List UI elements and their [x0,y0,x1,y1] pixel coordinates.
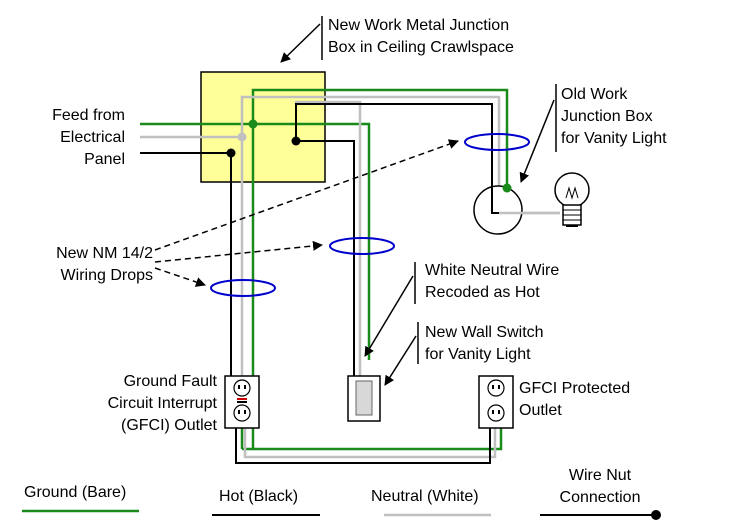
feed-label-line: Panel [84,151,125,168]
callout-lines [280,16,557,386]
white-neutral-label-line: White Neutral Wire [425,262,560,279]
legend-wire-nut-label-line: Connection [559,489,641,506]
white-neutral-label: White Neutral Wire Recoded as Hot [425,260,559,304]
old-work-box-label-line: Junction Box [561,108,653,125]
white-neutral-label-line: Recoded as Hot [425,284,540,301]
junction-box-label-line: New Work Metal Junction [328,17,510,34]
wall-switch-label: New Wall Switch for Vanity Light [425,322,544,366]
nm-drops-label: New NM 14/2 Wiring Drops [56,243,153,287]
wall-switch-label-line: for Vanity Light [425,346,531,363]
old-work-box-label: Old Work Junction Box for Vanity Light [561,84,667,150]
legend-neutral-label: Neutral (White) [371,488,479,505]
metal-junction-box [200,71,326,183]
gfci-protected-label: GFCI Protected Outlet [519,378,630,422]
nm-drop-pointers [154,139,459,287]
legend-wire-nut-icon [651,510,661,520]
gfci-outlet-label-line: (GFCI) Outlet [120,417,217,434]
legend-wire-nut-label-line: Wire Nut [568,467,632,484]
gfci-outlet [224,375,260,429]
legend-lines [22,509,654,517]
gfci-protected-label-line: GFCI Protected [519,380,631,397]
junction-box-label-line: Box in Ceiling Crawlspace [328,39,514,56]
old-work-box-label-line: for Vanity Light [561,130,667,147]
nm-cable-rings [210,133,530,297]
vanity-light-bulb-icon [554,172,590,227]
legend-hot-label: Hot (Black) [219,488,299,505]
nm-drops-label-line: New NM 14/2 [56,245,153,262]
ground-wires [140,88,509,451]
junction-box-label: New Work Metal Junction Box in Ceiling C… [328,15,514,59]
wire-nut-connections [226,119,512,193]
old-work-junction-box [473,185,523,235]
wall-switch-label-line: New Wall Switch [425,324,544,341]
nm-drops-label-line: Wiring Drops [60,267,153,284]
gfci-outlet-label: Ground Fault Circuit Interrupt (GFCI) Ou… [108,371,217,437]
feed-label-line: Electrical [60,129,125,146]
gfci-outlet-label-line: Ground Fault [123,373,217,390]
feed-label: Feed from Electrical Panel [52,105,125,171]
legend-wire-nut-label: Wire Nut Connection [544,465,656,509]
gfci-protected-outlet [478,375,514,429]
gfci-protected-label-line: Outlet [519,402,562,419]
hot-wires [140,103,499,464]
gfci-outlet-label-line: Circuit Interrupt [107,395,217,412]
legend-ground-label: Ground (Bare) [24,484,127,501]
wall-switch [347,375,381,422]
feed-label-line: Feed from [52,107,125,124]
old-work-box-label-line: Old Work [561,86,628,103]
